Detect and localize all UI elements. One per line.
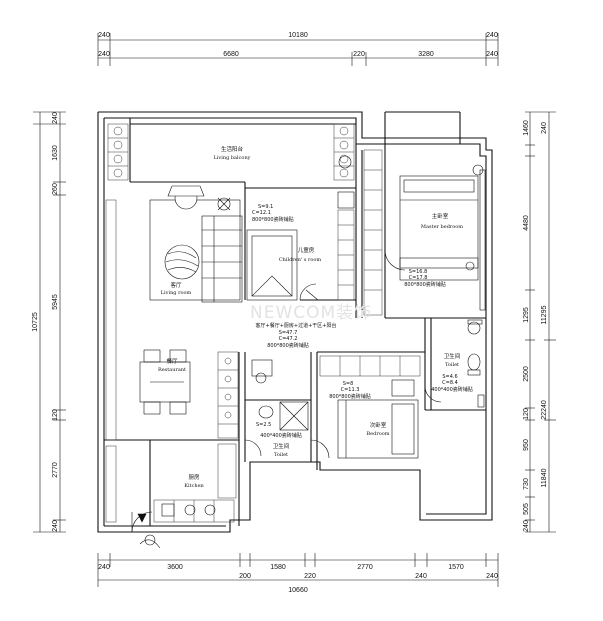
dim-left-6: 2770 [52,462,59,478]
dim-right-9: 505 [523,503,530,515]
toilet-right-perimeter: C=8.4 [442,380,458,386]
public-area: S=47.7 [279,330,298,336]
dim-right-6: 120 [523,408,530,420]
master-label-zh: 主卧室 [432,212,449,220]
dim-bottom-total: 10660 [288,587,308,594]
living-label-en: Living room [161,290,192,296]
dim-top-inner-2: 6680 [223,51,239,58]
toilet-right-label-en: Toilet [445,362,459,368]
dim-top-inner-3: 220 [353,51,365,58]
children-tile: 800*800瓷砖铺贴 [252,216,294,223]
second-label-en: Bedroom [367,431,390,437]
living-label-zh: 客厅 [170,281,182,289]
dim-left-4: 5945 [52,294,59,310]
second-label-zh: 次卧室 [370,421,387,429]
dim-right-mid-1: 11295 [541,305,548,324]
toilet-mid-tile: 400*400瓷砖铺贴 [260,432,302,439]
children-area: S=9.1 [258,204,273,210]
dim-right-10: 240 [523,520,530,532]
toilet-mid-label-zh: 卫生间 [273,442,290,450]
second-perimeter: C=11.3 [341,387,360,393]
dim-bottom-6: 2770 [357,564,373,571]
dim-top-inner-4: 3280 [418,51,434,58]
dim-right-mid-2: 22240 [541,400,548,420]
master-perimeter: C=17.8 [409,275,428,281]
toilet-right-label-zh: 卫生间 [444,352,461,360]
master-area: S=16.8 [409,269,428,275]
dim-top-inner-5: 240 [486,51,498,58]
kitchen-label-zh: 厨房 [188,473,200,481]
second-tile: 800*800瓷砖铺贴 [329,393,371,400]
dim-top-outer-1: 240 [98,32,110,39]
dim-left-1: 240 [52,112,59,124]
public-tile: 800*800瓷砖铺贴 [267,342,309,349]
balcony-label-zh: 生活阳台 [221,145,244,153]
dim-bottom-5: 220 [304,573,316,580]
dim-bottom-8: 1570 [448,564,464,571]
restaurant-label-en: Restaurant [158,367,186,373]
dim-left-5: 120 [52,409,59,421]
public-label-zh: 客厅+餐厅+厨房+过道+干区+阳台 [256,322,337,329]
toilet-mid-label-en: Toilet [274,452,288,458]
children-label-en: Children' s room [279,257,322,263]
dim-right-1: 1460 [523,120,530,136]
balcony-label-en: Living balcony [214,155,251,161]
restaurant-label-zh: 餐厅 [166,357,178,365]
dim-left-2: 1630 [52,145,59,161]
dim-bottom-4: 1580 [270,564,286,571]
dim-bottom-7: 240 [415,573,427,580]
children-perimeter: C=12.1 [252,210,271,216]
master-label-en: Master bedroom [421,224,463,230]
master-tile: 800*800瓷砖铺贴 [404,281,446,288]
second-area: S=8 [343,381,354,387]
dim-right-2: 240 [541,122,548,134]
watermark: NEWCOM装饰 [250,303,372,323]
dim-top-inner-1: 240 [98,51,110,58]
dim-bottom-2: 3600 [167,564,183,571]
toilet-right-tile: 400*400瓷砖铺贴 [431,386,473,393]
kitchen-label-en: Kitchen [184,483,204,489]
dim-right-8: 730 [523,478,530,490]
dim-right-3: 4480 [523,215,530,231]
toilet-mid-area: S=2.5 [256,422,271,428]
dim-left-7: 240 [52,520,59,532]
dim-top-outer-2: 10180 [288,32,308,39]
children-label-zh: 儿童房 [298,246,315,254]
dim-left-3: 260 [52,183,59,195]
public-perimeter: C=47.2 [279,336,298,342]
dim-top-outer-3: 240 [486,32,498,39]
toilet-right-area: S=4.6 [442,374,457,380]
dim-right-mid-3: 11840 [541,468,548,487]
dim-right-7: 950 [523,439,530,451]
dim-right-4: 1295 [523,307,530,323]
dim-bottom-3: 200 [239,573,251,580]
dim-bottom-1: 240 [98,564,110,571]
dim-right-5: 2500 [523,366,530,382]
dim-bottom-9: 240 [486,573,498,580]
dim-left-total: 10725 [32,312,39,332]
